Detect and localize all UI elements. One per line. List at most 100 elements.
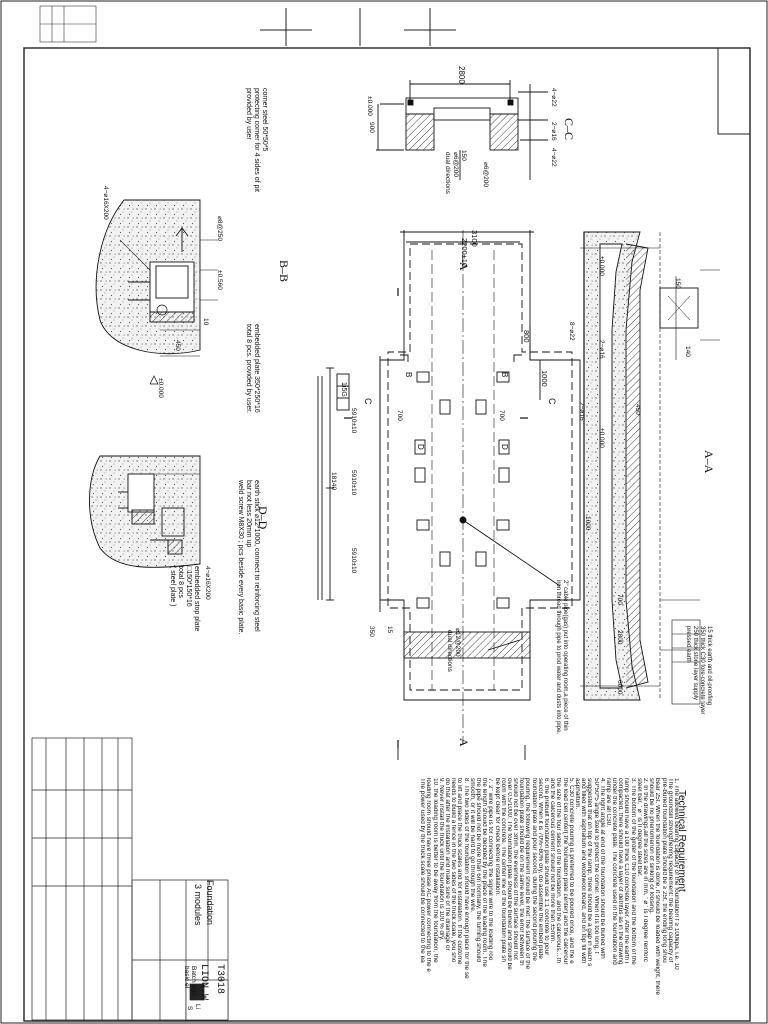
label-b-left: B (404, 372, 413, 378)
tech-line: ramp should have a 100 thick C10 concret… (623, 778, 630, 963)
note-cable-pipe-2: iron thread through pipe to prod water a… (555, 580, 562, 735)
note-embedded-stop: embedded stop plate □150*150*16 total 8 … (168, 566, 200, 631)
bb-450: 450 (174, 340, 181, 351)
inner-border (23, 47, 751, 1022)
aa-rebar3: 2−⌀16 (578, 402, 585, 421)
label-b-right: B (500, 372, 509, 378)
tech-line: 9. Never install the truck until the fou… (437, 778, 444, 941)
note-embedded-stop-1: embedded stop plate (193, 566, 200, 632)
drawing-number: T3018 (214, 964, 225, 995)
tech-line: under the concrete plate. The concrete u… (611, 778, 618, 965)
tech-line: room with the concrete. The center line … (499, 778, 506, 962)
aa-150: 150 (674, 278, 681, 289)
label-a-bottom: A (457, 738, 471, 747)
cc-rebar2: 2−⌀16 (550, 122, 557, 141)
corner-notch (717, 47, 751, 135)
plan-view (317, 230, 581, 760)
tech-line: 6. the prebuilt foundation plate should … (543, 778, 550, 956)
note-embedded-plate-2: total 8 pcs. provided by user. (244, 324, 252, 414)
bb-10: 10 (202, 318, 209, 326)
note-earth-stick-3: weld screw M8X30 ; pcs beside every basi… (236, 480, 244, 635)
tech-line: 2. In the drawings,all the sizes are in … (642, 778, 649, 962)
tech-line: and the calcerous cement should not be m… (549, 778, 556, 944)
tech-requirements: 1. The allowed bearing capacity of the f… (419, 778, 679, 1023)
bb-stirrup: ⌀8@250 (216, 216, 223, 241)
batch-note-2: basic el (183, 966, 190, 989)
label-d-right: D (500, 444, 509, 450)
aa-rebar1: 8−⌀22 (568, 322, 575, 341)
plan-grid-note: ⌀12@200 (454, 628, 461, 657)
aa-140: 140 (684, 346, 691, 357)
tech-line: 7. 2" wire pipe is for connecting the si… (487, 778, 494, 961)
label-cc: C–C (562, 118, 576, 141)
plan-section-cut-lines (344, 288, 528, 748)
tech-line: 5. C30 concrete pouring is preferred to … (567, 778, 574, 964)
plan-800: 800 (522, 330, 531, 343)
cc-level: ±0.000 (366, 96, 373, 116)
company-short: Li (194, 1004, 201, 1010)
note-layer-1: 15 thick earth and oil-proofing (706, 626, 712, 706)
tech-line: compacted, there should have a layer of … (617, 778, 624, 965)
note-corner-steel-2: protecting corner for 4 sides of pit (252, 88, 260, 192)
tech-line: pre-buried foundation plate should be ≥ … (660, 778, 667, 963)
aa-level1: ±0.000 (598, 256, 605, 276)
cc-150: 150 (460, 150, 467, 161)
plan-markers (336, 354, 522, 411)
note-earth-stick: earth stick ⌀12*1000, connect to reinfor… (236, 480, 260, 634)
tech-line: steel bar, ' ⌀ ' is II degree steel bar. (635, 778, 642, 877)
company-letter: S (186, 1006, 193, 1011)
tech-line: do that after the installation and make … (444, 778, 451, 951)
section-cc (376, 80, 548, 180)
aa-1000: 1000 (584, 516, 591, 531)
aa-2800: 2800 (616, 630, 623, 645)
plan-3100: 3100 (470, 230, 479, 247)
title-block (31, 737, 229, 1021)
tech-line: needs to build a fence in the two sides … (450, 778, 457, 963)
note-embedded-plate-1: embedded plate 350*250*16 (253, 324, 260, 413)
note-layer-2: 350 thick C30 fore-concrete layer (699, 626, 706, 715)
binding-margin-boxes (39, 5, 97, 43)
tech-line: be kept clear for check before installat… (493, 778, 500, 896)
plan-1000: 1000 (540, 370, 549, 387)
plan-18140: 18140 (330, 472, 337, 491)
cc-stirrup-2: ⌀6@200 (452, 152, 459, 177)
tech-line: 4. The right angle at end of the foundat… (598, 778, 605, 959)
note-embedded-stop-4: ( steel plate ) (168, 566, 176, 607)
plan-5910c: 5910±10 (350, 548, 357, 574)
section-dd (89, 455, 201, 568)
aa-700: 700 (616, 594, 623, 605)
tech-line: suggested that on top of the ramp, there… (586, 778, 593, 966)
tech-line: 8. The two sides of the foundation shoul… (462, 778, 469, 979)
aa-level2: ±0.000 (598, 428, 605, 448)
tech-line: foundation plate and pour second, during… (530, 778, 537, 961)
cc-depth: 900 (368, 122, 375, 133)
plan-2200: 2200±10 (460, 238, 469, 268)
label-aa: A–A (702, 450, 716, 474)
tech-line: to lift and place the truck scales and f… (456, 778, 463, 965)
company-name: LION.W (198, 964, 209, 1001)
note-cable-pipe: 2" cable pipe(gas) put into operating ro… (554, 580, 568, 734)
tech-line: The groundsill strengthening requirement… (666, 778, 673, 963)
tech-line: foundation plate should be on the same l… (518, 778, 525, 966)
tech-line: 10. the loading room is better to be awa… (431, 778, 438, 963)
label-c-right: C (547, 398, 557, 405)
aa-rebar2: 2−⌀16 (598, 340, 605, 359)
aa-450: 450 (634, 404, 641, 415)
label-d-left: D (416, 444, 425, 450)
note-layer-3: 250 thick stone layer supply (692, 626, 699, 701)
tech-line: 50*50*5 angle steel to protect the corne… (592, 778, 599, 954)
label-c-left: C (363, 398, 373, 405)
tech-line: pouring, the following requirement shoul… (524, 778, 531, 970)
cc-width: 2800 (457, 66, 466, 84)
note-corner-steel-1: corner steel 50*50*5 (261, 88, 268, 152)
drawing-title-line2: 3 modules (193, 884, 203, 926)
note-earth-stick-1: earth stick ⌀12*1000, connect to reinfor… (253, 480, 260, 632)
batch-note-1: Batch with (190, 966, 197, 996)
note-cable-pipe-1: 2" cable pipe(gas) put into operating ro… (562, 580, 568, 731)
tech-line: the length should be decided by the plac… (481, 778, 488, 967)
plan-5910a: 5910±10 (350, 408, 357, 434)
tech-line: the load cell center( the foundation pla… (561, 778, 568, 965)
cc-rebar3: 4−⌀22 (550, 148, 557, 167)
tech-line: bear 25t. When the foundation is done, i… (654, 778, 661, 996)
